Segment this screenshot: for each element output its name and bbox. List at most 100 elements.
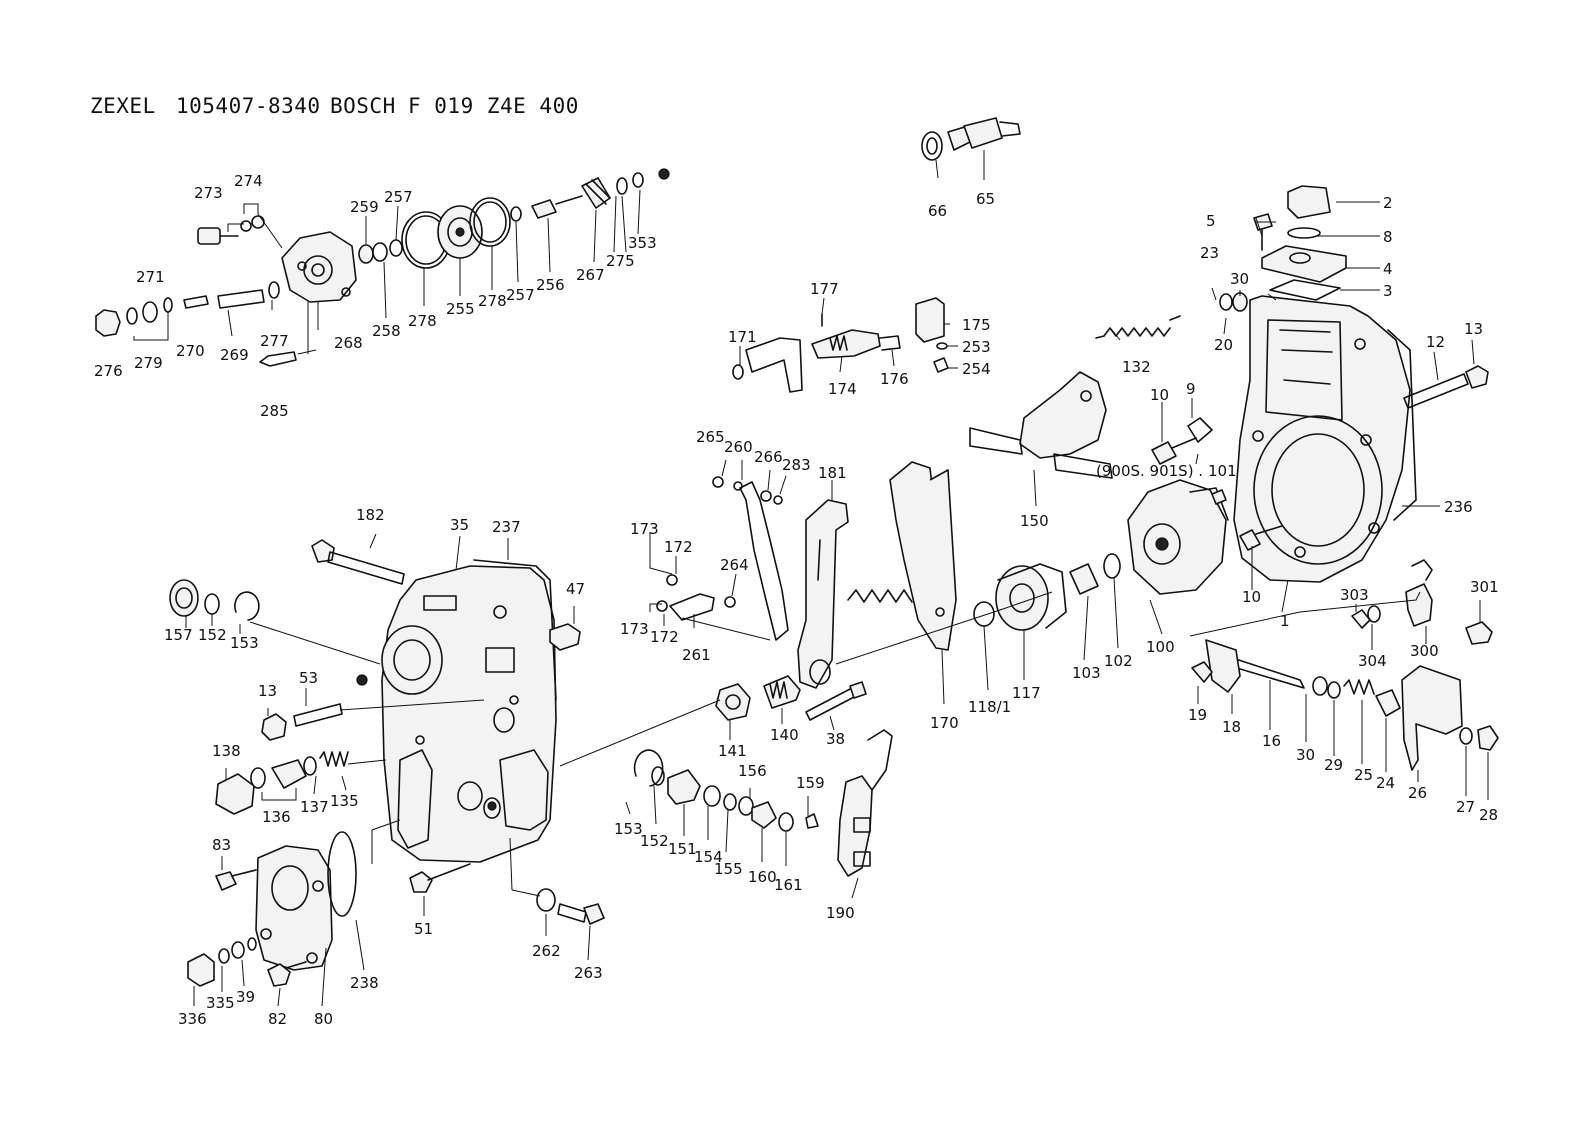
- part-label: 171: [728, 328, 757, 346]
- cover-assembly-top-left: [95, 215, 357, 367]
- part-label: 135: [330, 792, 359, 810]
- part-label: 278: [408, 312, 437, 330]
- lever-150: [969, 371, 1113, 479]
- part-label: 65: [976, 190, 995, 208]
- part-label: 38: [826, 730, 845, 748]
- tension-lever: [656, 476, 789, 641]
- part-label: 266: [754, 448, 783, 466]
- screw-group-135: [215, 751, 349, 815]
- part-label: 153: [230, 634, 259, 652]
- lever-181: [797, 499, 849, 689]
- part-label: (900S. 901S) .: [1096, 462, 1203, 480]
- part-label: 155: [714, 860, 743, 878]
- diagram-title: ZEXEL 105407-8340 BOSCH F 019 Z4E 400: [90, 94, 579, 118]
- part-label: 100: [1146, 638, 1175, 656]
- part-label: 253: [962, 338, 991, 356]
- part-label: 254: [962, 360, 991, 378]
- part-label: 1: [1280, 612, 1290, 630]
- part-label: 278: [478, 292, 507, 310]
- bolt-182: [311, 539, 405, 585]
- part-label: 156: [738, 762, 767, 780]
- part-label: 279: [134, 354, 163, 372]
- plug-47: [549, 623, 581, 651]
- part-label: 265: [696, 428, 725, 446]
- part-label: 8: [1383, 228, 1393, 246]
- part-label: 101: [1208, 462, 1237, 480]
- part-label: 152: [640, 832, 669, 850]
- part-label: 154: [694, 848, 723, 866]
- part-label: 173: [630, 520, 659, 538]
- part-label: 301: [1470, 578, 1499, 596]
- sleeve-140: [715, 675, 867, 721]
- cover-plate-80: [215, 831, 357, 971]
- shaft-16: [1191, 639, 1401, 717]
- part-label: 273: [194, 184, 223, 202]
- part-label: 13: [1464, 320, 1483, 338]
- part-label: 263: [574, 964, 603, 982]
- part-label: 140: [770, 726, 799, 744]
- part-label: 39: [236, 988, 255, 1006]
- part-label: 141: [718, 742, 747, 760]
- governor-housing-35: [381, 559, 557, 863]
- part-label: 138: [212, 742, 241, 760]
- part-label: 18: [1222, 718, 1241, 736]
- title-bosch-number: F 019 Z4E 400: [408, 94, 579, 118]
- part-label: 83: [212, 836, 231, 854]
- part-label: 190: [826, 904, 855, 922]
- stud-53: [261, 674, 368, 741]
- title-zexel-number: 105407-8340: [176, 94, 321, 118]
- part-label: 23: [1200, 244, 1219, 262]
- part-label: 80: [314, 1010, 333, 1028]
- part-label: 28: [1479, 806, 1498, 824]
- top-cover-plate: [1253, 185, 1347, 301]
- part-label: 236: [1444, 498, 1473, 516]
- part-label: 303: [1340, 586, 1369, 604]
- part-label: 66: [928, 202, 947, 220]
- part-label: 172: [664, 538, 693, 556]
- part-label: 53: [299, 669, 318, 687]
- spring-132: [1095, 315, 1181, 339]
- part-label: 237: [492, 518, 521, 536]
- part-label: 271: [136, 268, 165, 286]
- lever-190: [837, 729, 893, 877]
- part-label: 103: [1072, 664, 1101, 682]
- part-label: 2: [1383, 194, 1393, 212]
- part-label: 47: [566, 580, 585, 598]
- part-label: 256: [536, 276, 565, 294]
- seal-group-left: [169, 579, 260, 621]
- part-label: 174: [828, 380, 857, 398]
- part-label: 257: [384, 188, 413, 206]
- part-label: 30: [1296, 746, 1315, 764]
- part-label: 35: [450, 516, 469, 534]
- part-label: 176: [880, 370, 909, 388]
- part-label: 118/1: [968, 698, 1011, 716]
- bolt-263: [536, 888, 605, 925]
- governor-weights: [973, 479, 1229, 631]
- part-label: 151: [668, 840, 697, 858]
- bracket-26: [1401, 665, 1499, 771]
- part-label: 24: [1376, 774, 1395, 792]
- part-label: 117: [1012, 684, 1041, 702]
- part-label: 255: [446, 300, 475, 318]
- part-label: 20: [1214, 336, 1233, 354]
- part-label: 268: [334, 334, 363, 352]
- part-label: 10: [1242, 588, 1261, 606]
- part-label: 257: [506, 286, 535, 304]
- part-label: 5: [1206, 212, 1216, 230]
- part-label: 304: [1358, 652, 1387, 670]
- part-label: 170: [930, 714, 959, 732]
- lever-174: [732, 313, 901, 393]
- part-label: 353: [628, 234, 657, 252]
- title-brand-zexel: ZEXEL: [90, 94, 156, 118]
- part-label: 181: [818, 464, 847, 482]
- part-label: 238: [350, 974, 379, 992]
- part-label: 258: [372, 322, 401, 340]
- part-label: 277: [260, 332, 289, 350]
- part-label: 260: [724, 438, 753, 456]
- part-label: 152: [198, 626, 227, 644]
- part-label: 276: [94, 362, 123, 380]
- part-label: 4: [1383, 260, 1393, 278]
- part-label: 132: [1122, 358, 1151, 376]
- part-label: 13: [258, 682, 277, 700]
- part-label: 261: [682, 646, 711, 664]
